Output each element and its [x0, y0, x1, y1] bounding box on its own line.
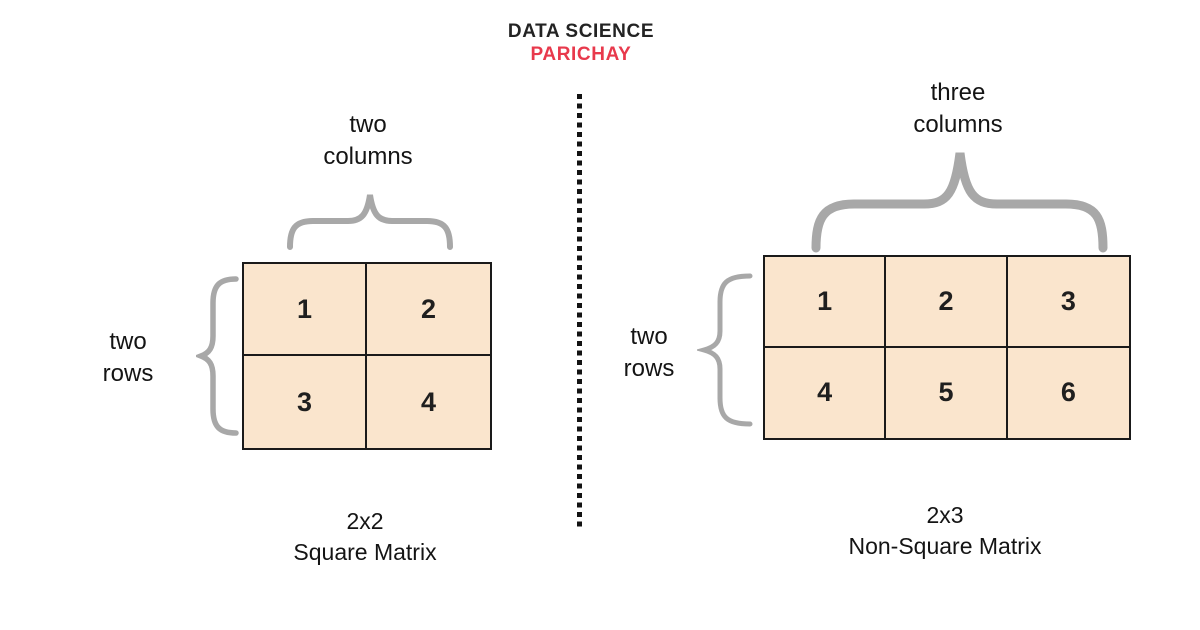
square-matrix-2x2: 1 2 3 4: [242, 262, 492, 450]
dotted-divider-icon: [577, 94, 582, 530]
right-rows-label: two rows: [589, 321, 709, 385]
left-rows-label-line1: two: [109, 328, 147, 355]
left-columns-label-line2: columns: [323, 143, 413, 170]
non-square-matrix-2x3: 1 2 3 4 5 6: [763, 255, 1131, 440]
matrix-cell: 5: [886, 347, 1008, 438]
right-rows-label-line2: rows: [623, 355, 675, 382]
matrix-cell: 2: [367, 264, 490, 356]
right-rows-label-line1: two: [630, 323, 668, 350]
matrix-cell: 4: [765, 347, 887, 438]
right-columns-label-line2: columns: [913, 111, 1003, 138]
right-caption: 2x3 Non-Square Matrix: [795, 500, 1095, 562]
left-columns-label-line1: two: [349, 111, 387, 138]
left-caption-size: 2x2: [346, 508, 384, 534]
matrix-cell: 4: [420, 386, 437, 417]
left-columns-label: two columns: [268, 109, 468, 173]
matrix-cell: 1: [244, 264, 367, 356]
matrix-cell: 2: [886, 257, 1008, 348]
right-columns-brace-icon: [808, 143, 1110, 253]
right-columns-label-line1: three: [930, 79, 986, 106]
brand-title: DATA SCIENCE: [507, 21, 655, 42]
left-caption-type: Square Matrix: [293, 539, 437, 565]
matrix-cell: 6: [1060, 377, 1076, 408]
brand-header: DATA SCIENCE PARICHAY: [431, 20, 731, 66]
matrix-cell: 1: [765, 257, 887, 348]
left-rows-brace-icon: [196, 274, 240, 438]
brand-subtitle: PARICHAY: [530, 44, 632, 65]
left-rows-label-line2: rows: [102, 360, 154, 387]
left-rows-label: two rows: [68, 326, 188, 390]
right-rows-brace-icon: [697, 272, 755, 428]
right-columns-label: three columns: [858, 77, 1058, 141]
matrix-cell: 3: [1007, 257, 1129, 348]
right-caption-type: Non-Square Matrix: [848, 533, 1042, 559]
left-caption: 2x2 Square Matrix: [240, 506, 490, 568]
right-caption-size: 2x3: [926, 502, 964, 528]
matrix-cell: 3: [244, 356, 367, 448]
left-columns-brace-icon: [283, 186, 457, 252]
